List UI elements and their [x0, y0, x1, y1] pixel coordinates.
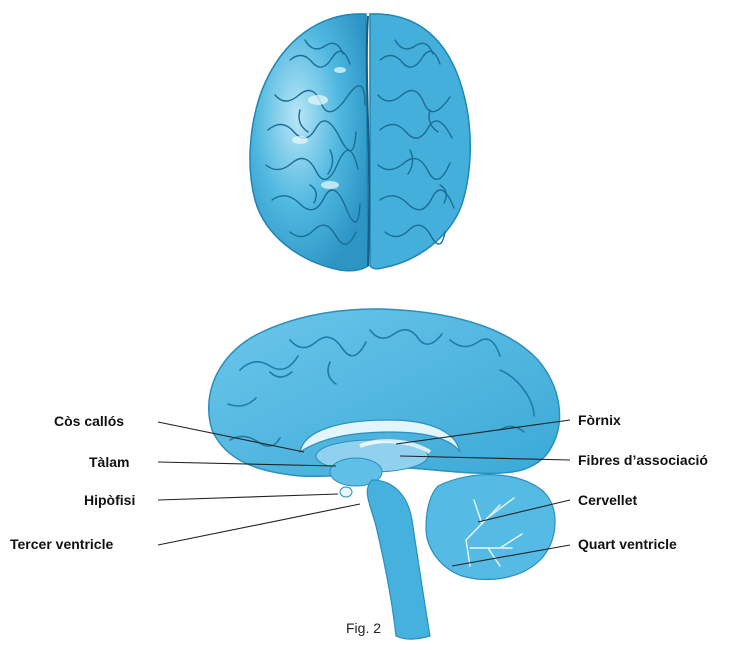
label-fornix: Fòrnix [578, 412, 621, 428]
cerebellum [426, 475, 555, 580]
leader-hipofisi [158, 494, 338, 500]
leader-tercer-ventricle [158, 504, 360, 545]
label-cos-callos: Còs callós [54, 413, 124, 429]
label-quart-ventricle: Quart ventricle [578, 536, 677, 552]
left-hemisphere [250, 14, 368, 271]
label-cervellet: Cervellet [578, 492, 637, 508]
right-hemisphere [370, 14, 470, 269]
brain-sagittal-section [209, 309, 560, 639]
figure-caption: Fig. 2 [346, 620, 381, 636]
label-fibres-associacio: Fibres d’associació [578, 452, 708, 468]
label-tercer-ventricle: Tercer ventricle [10, 536, 113, 552]
brain-top-view [250, 14, 470, 271]
label-hipofisi: Hipòfisi [84, 492, 135, 508]
pituitary [340, 487, 352, 497]
brainstem [367, 480, 430, 639]
label-talam: Tàlam [89, 454, 129, 470]
